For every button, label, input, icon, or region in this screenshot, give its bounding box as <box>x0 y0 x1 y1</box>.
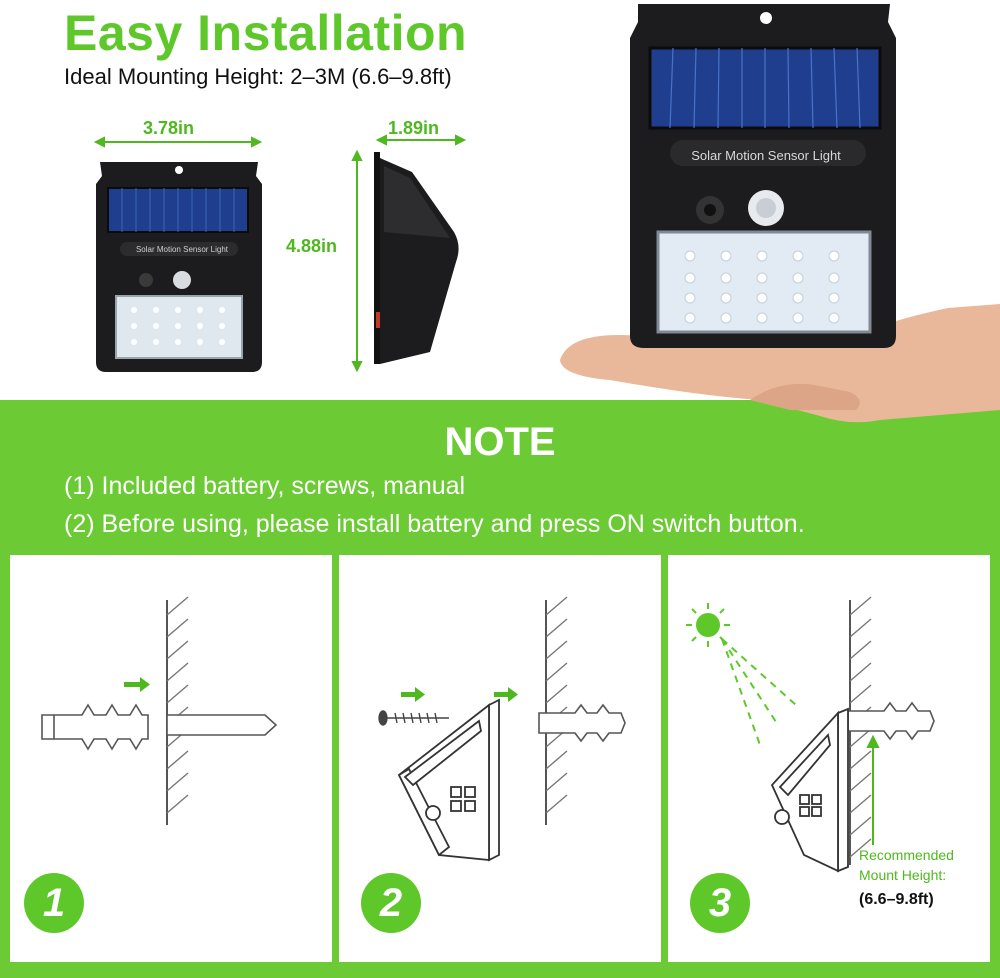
step-2-device <box>397 698 500 862</box>
height-label: 4.88in <box>286 236 338 256</box>
step-2-badge <box>361 873 421 933</box>
step-panel-2: 2 <box>339 555 661 962</box>
step-panel-1: 1 <box>10 555 332 962</box>
depth-arrow <box>375 134 467 146</box>
large-device-label: Solar Motion Sensor Light <box>691 148 841 163</box>
note-line-1: (1) Included battery, screws, manual <box>64 472 466 500</box>
small-front-device <box>96 162 262 372</box>
wall-anchor <box>41 703 149 751</box>
width-arrow <box>93 136 263 148</box>
small-device-label: Solar Motion Sensor Light <box>135 245 229 254</box>
step-2-illustration <box>361 596 626 933</box>
step-panel-3: 3 Recommended Mount Height: (6.6–9.8ft) <box>668 555 990 962</box>
sun-icon <box>686 603 730 647</box>
step-1-illustration <box>24 596 278 933</box>
step-3-illustration <box>686 596 935 933</box>
solar-panel-grid <box>669 47 861 129</box>
sun-rays <box>721 638 797 746</box>
side-view-device <box>374 152 459 364</box>
product-dimension-views <box>93 134 467 373</box>
step-2-number: 2 <box>379 881 403 925</box>
step-3-device <box>770 707 849 873</box>
recommended-label-2: Mount Height: <box>859 867 947 883</box>
recommended-height-value: (6.6–9.8ft) <box>859 891 934 908</box>
led-array <box>684 250 840 324</box>
step-3-badge <box>690 873 750 933</box>
recommended-label-1: Recommended <box>859 847 954 863</box>
step-1-badge <box>24 873 84 933</box>
step-1-number: 1 <box>42 881 66 925</box>
note-title: NOTE <box>444 420 556 464</box>
step-2-arrows <box>401 687 518 702</box>
step-3-number: 3 <box>708 881 732 925</box>
page-title: Easy Installation <box>64 5 468 61</box>
mount-height-arrow <box>866 734 880 845</box>
hand-held-product <box>560 4 1000 423</box>
screw <box>378 710 449 726</box>
note-line-2: (2) Before using, please install battery… <box>64 510 805 538</box>
width-label: 3.78in <box>143 118 195 138</box>
page-subtitle: Ideal Mounting Height: 2–3M (6.6–9.8ft) <box>64 64 452 89</box>
depth-label: 1.89in <box>388 118 440 138</box>
height-arrow <box>351 149 363 373</box>
step-1-arrow <box>124 677 150 692</box>
